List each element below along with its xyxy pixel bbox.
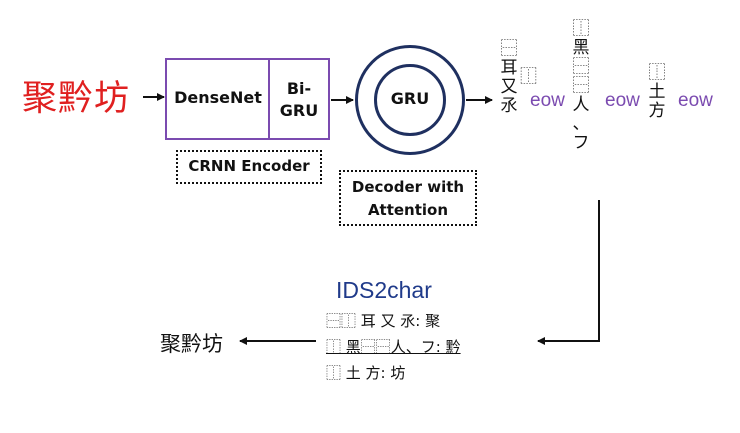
input-characters: 聚黔坊 xyxy=(22,79,131,119)
decoder-inner-ring xyxy=(374,64,446,136)
ids-token: 方 xyxy=(648,101,666,121)
crnn-encoder-label-box xyxy=(176,150,322,184)
decoder-outer-ring xyxy=(355,45,465,155)
eow-token-2: eow xyxy=(605,90,640,111)
ids2char-line-3: ⿰ 土 方: 坊 xyxy=(326,364,406,382)
eow-token-1: eow xyxy=(530,90,565,111)
ids-token: 土 xyxy=(648,82,666,102)
ids-token: 又 xyxy=(500,77,518,97)
ids-token: ⿱ xyxy=(500,39,518,59)
ids-token: 人 xyxy=(572,95,590,115)
eow-token-3: eow xyxy=(678,90,713,111)
ids-token: フ xyxy=(572,133,590,153)
bigru-label-line2: GRU xyxy=(279,101,319,120)
gru-label: GRU xyxy=(390,89,430,108)
bigru-label-line1: Bi- xyxy=(286,79,312,98)
ids2char-line-1: ⿱⿰ 耳 又 氶: 聚 xyxy=(326,312,441,330)
ids-sequence-col2: ⿰ 黑 ⿱ ⿱ 人 、 フ xyxy=(570,20,592,153)
ids-sequence-col1: ⿱ 耳 又 氶 xyxy=(498,40,520,116)
ids-token: ⿰ xyxy=(648,63,666,83)
ids-token: ⿰ xyxy=(572,19,590,39)
arrow-sequence-to-ids2char xyxy=(537,200,600,345)
ids-token: 、 xyxy=(572,114,590,134)
crnn-encoder-label: CRNN Encoder xyxy=(188,157,310,175)
ids-token: ⿰ xyxy=(520,67,537,87)
output-characters: 聚黔坊 xyxy=(160,332,223,356)
ids-sequence-col3: ⿰ 土 方 xyxy=(646,64,668,121)
densenet-label: DenseNet xyxy=(174,88,262,107)
ids-token: 氶 xyxy=(500,96,518,116)
ids-token: 黑 xyxy=(572,38,590,58)
ids-token: ⿱ xyxy=(572,57,590,77)
ids2char-line-2: ⿰ 黑⿱⿱人、フ: 黔 xyxy=(326,338,461,356)
decoder-label-box xyxy=(339,170,477,226)
ids-token: 耳 xyxy=(500,58,518,78)
decoder-label-line1: Decoder with xyxy=(351,178,465,196)
ids-token: ⿱ xyxy=(572,76,590,96)
bigru-box xyxy=(268,58,330,140)
ids2char-title: IDS2char xyxy=(336,277,432,303)
decoder-label-line2: Attention xyxy=(367,201,449,219)
